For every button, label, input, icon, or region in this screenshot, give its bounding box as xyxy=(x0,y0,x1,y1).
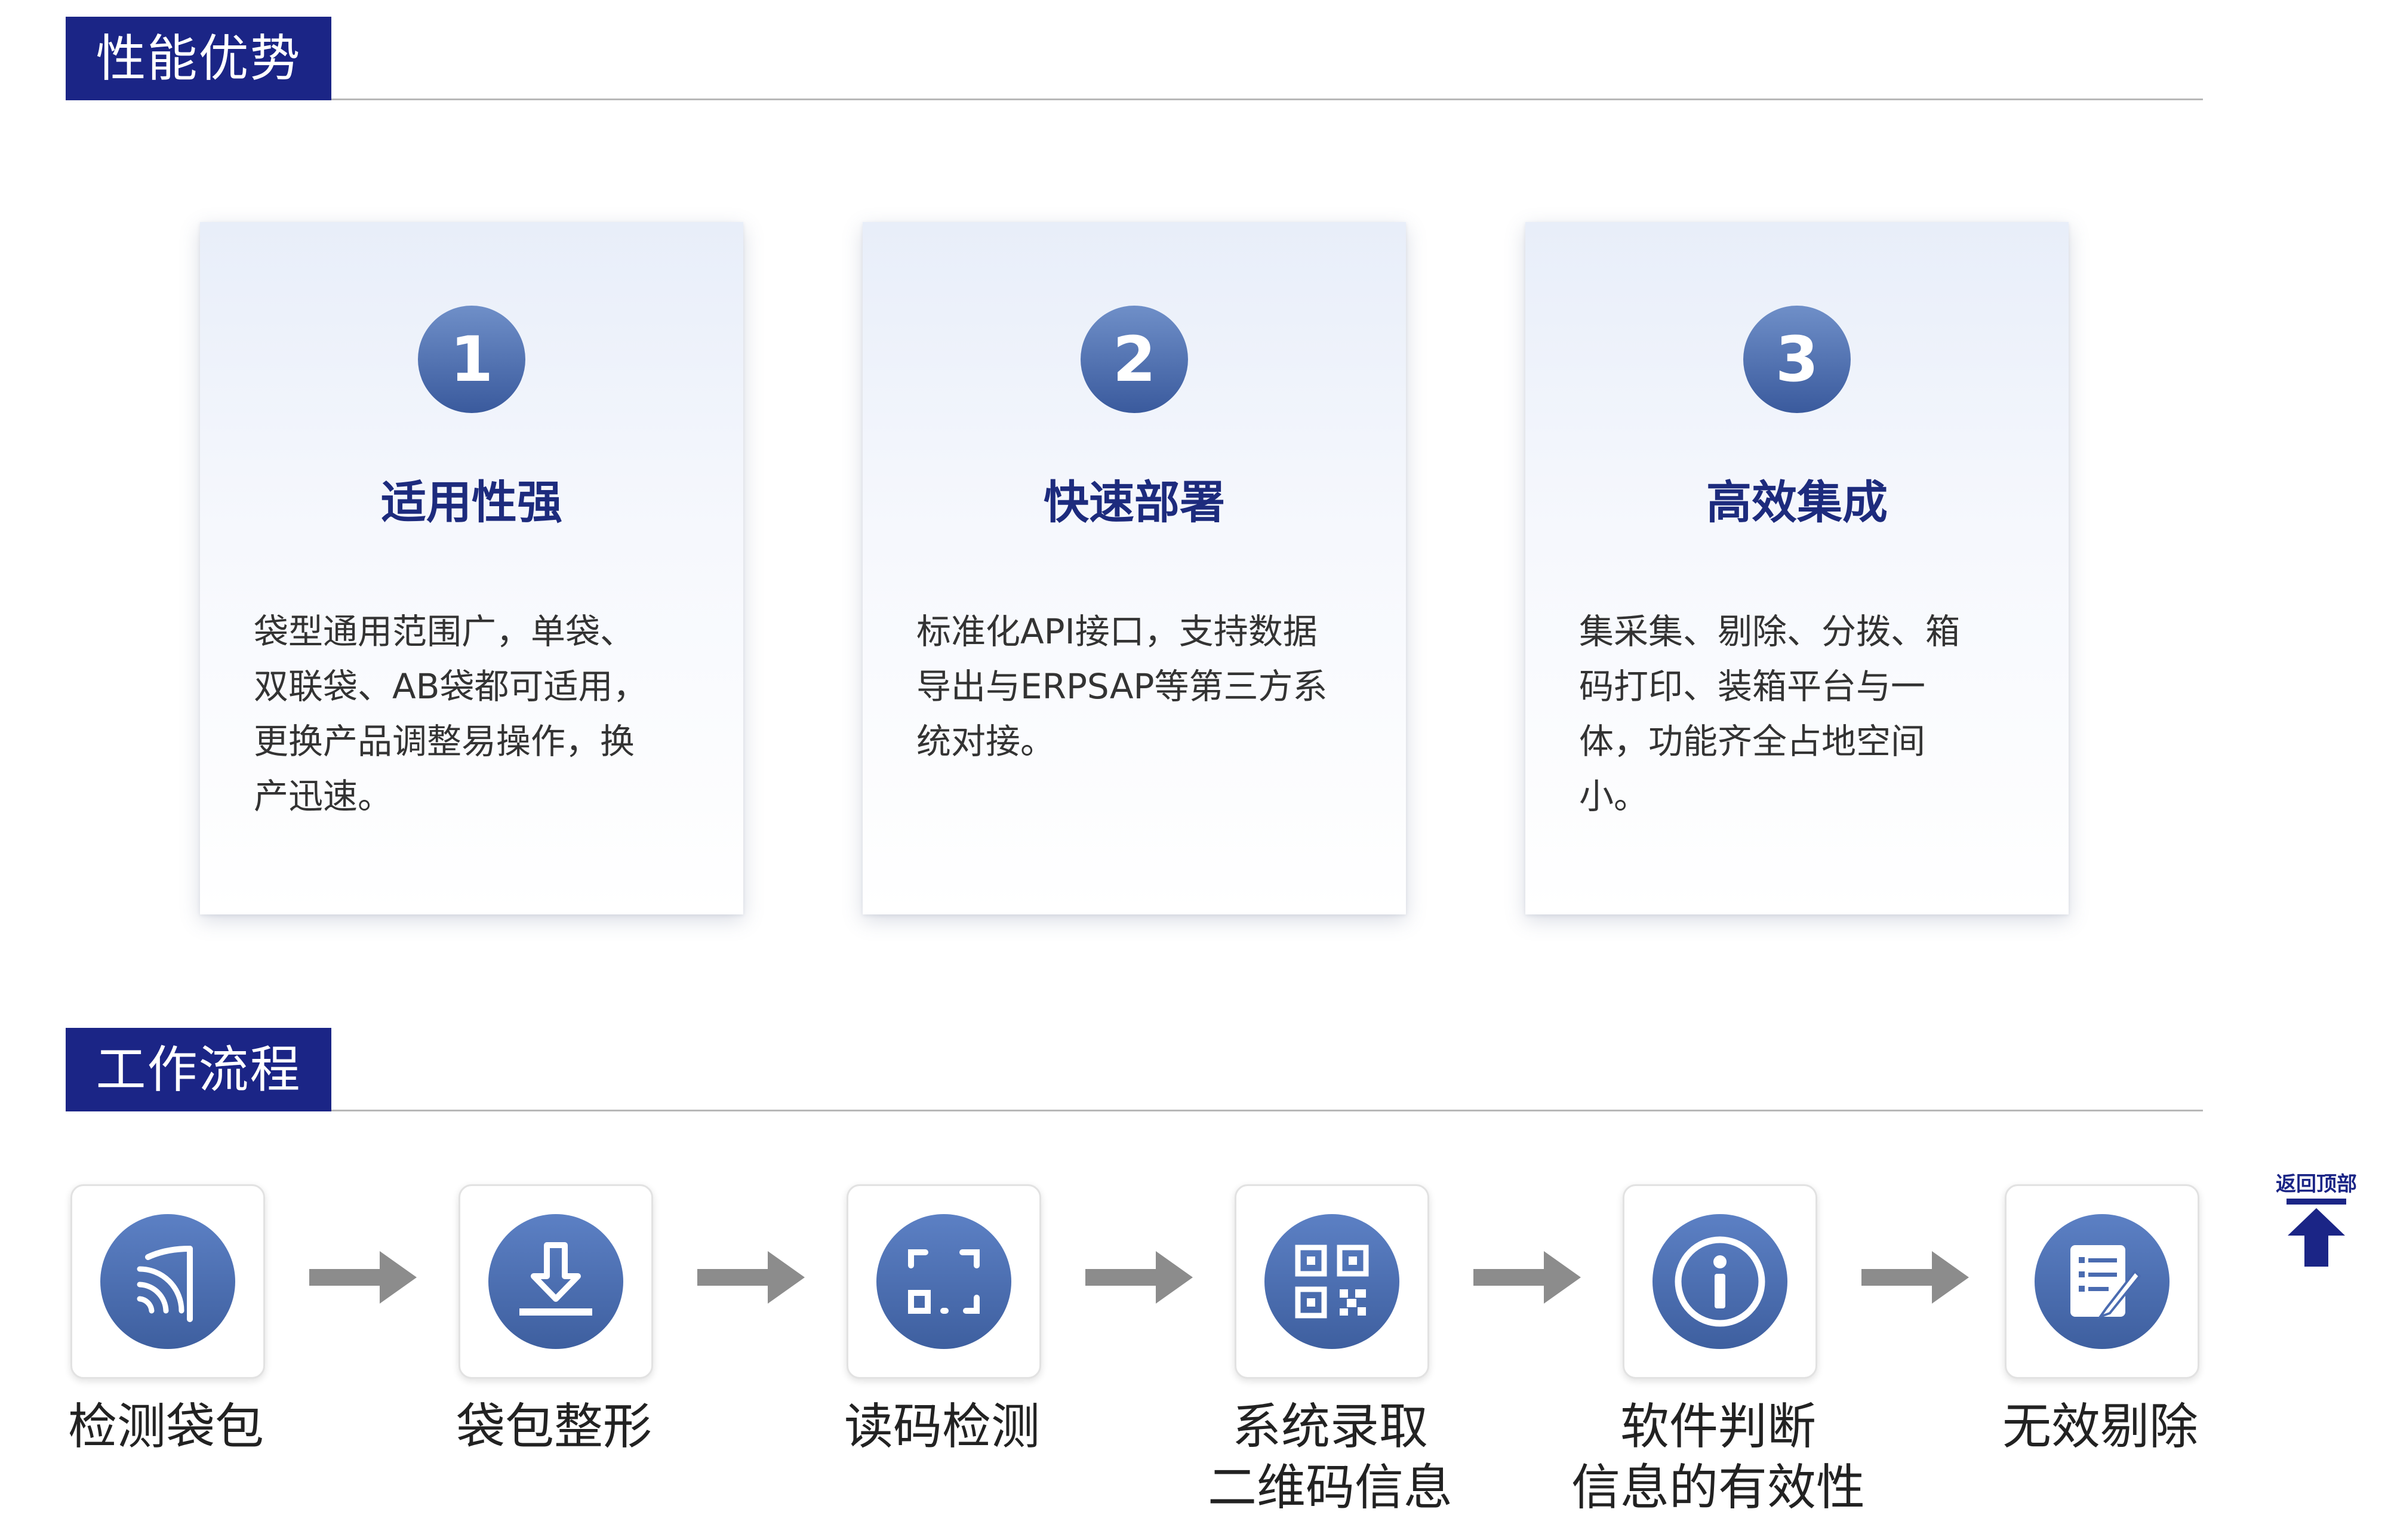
card-description-line: 双联袋、AB袋都可适用， xyxy=(254,666,648,707)
step-label-line: 检测袋包 xyxy=(67,1399,264,1455)
step-label-line: 系统录取 xyxy=(1232,1399,1428,1455)
arrow-right-icon xyxy=(697,1248,805,1307)
qr-code-icon xyxy=(1264,1214,1399,1349)
card-title: 高效集成 xyxy=(1706,476,1888,529)
workflow-step-label: 无效剔除 xyxy=(1933,1397,2267,1458)
workflow-step-label: 系统录取 二维码信息 xyxy=(1163,1397,1497,1519)
workflow-step-5 xyxy=(1623,1184,1817,1379)
sensor-wave-icon xyxy=(100,1214,235,1349)
step-label-line: 信息的有效性 xyxy=(1571,1459,1865,1516)
step-label-line: 二维码信息 xyxy=(1207,1459,1453,1516)
card-description-line: 码打印、装箱平台与一 xyxy=(1579,666,1926,707)
back-to-top-label: 返回顶部 xyxy=(2276,1172,2357,1196)
advantage-card-1: 1 适用性强 袋型通用范围广，单袋、 双联袋、AB袋都可适用， 更换产品调整易操… xyxy=(200,222,743,914)
card-description-line: 更换产品调整易操作，换 xyxy=(254,721,635,762)
arrow-right-icon xyxy=(1473,1248,1581,1307)
document-edit-icon xyxy=(2035,1214,2169,1349)
workflow-step-2 xyxy=(458,1184,653,1379)
card-description: 袋型通用范围广，单袋、 双联袋、AB袋都可适用， 更换产品调整易操作，换 产迅速… xyxy=(254,604,690,824)
workflow-step-6 xyxy=(2005,1184,2199,1379)
workflow-step-label: 袋包整形 xyxy=(387,1397,721,1458)
card-description-line: 导出与ERPSAP等第三方系 xyxy=(916,666,1328,707)
card-description: 集采集、剔除、分拨、箱 码打印、装箱平台与一 体，功能齐全占地空间 小。 xyxy=(1579,604,2015,824)
card-description-line: 标准化API接口，支持数据 xyxy=(916,611,1318,652)
section-divider xyxy=(331,98,2203,100)
card-description: 标准化API接口，支持数据 导出与ERPSAP等第三方系 统对接。 xyxy=(916,604,1352,769)
workflow-section-header: 工作流程 xyxy=(66,1028,2203,1111)
arrow-right-icon xyxy=(1861,1248,1969,1307)
card-description-line: 统对接。 xyxy=(916,721,1055,762)
advantages-section-header: 性能优势 xyxy=(66,17,2203,100)
advantages-section-title: 性能优势 xyxy=(66,17,331,100)
step-label-line: 读码检测 xyxy=(844,1399,1040,1455)
advantage-card-2: 2 快速部署 标准化API接口，支持数据 导出与ERPSAP等第三方系 统对接。 xyxy=(863,222,1406,914)
advantage-card-3: 3 高效集成 集采集、剔除、分拨、箱 码打印、装箱平台与一 体，功能齐全占地空间… xyxy=(1525,222,2069,914)
workflow-step-3 xyxy=(847,1184,1041,1379)
card-description-line: 体，功能齐全占地空间 xyxy=(1579,721,1926,762)
step-label-line: 无效剔除 xyxy=(2002,1399,2198,1455)
card-number-badge: 3 xyxy=(1743,306,1851,413)
card-number-badge: 1 xyxy=(418,306,525,413)
step-label-line: 袋包整形 xyxy=(456,1399,652,1455)
info-icon xyxy=(1652,1214,1787,1349)
workflow-step-label: 读码检测 xyxy=(775,1397,1109,1458)
card-description-line: 集采集、剔除、分拨、箱 xyxy=(1579,611,1961,652)
card-description-line: 产迅速。 xyxy=(254,776,393,817)
scan-frame-icon xyxy=(876,1214,1011,1349)
back-to-top-button[interactable]: 返回顶部 xyxy=(2263,1168,2370,1267)
card-description-line: 袋型通用范围广，单袋、 xyxy=(254,611,635,652)
card-description-line: 小。 xyxy=(1579,776,1649,817)
workflow-step-4 xyxy=(1235,1184,1429,1379)
workflow-step-1 xyxy=(70,1184,265,1379)
workflow-section-title: 工作流程 xyxy=(66,1028,331,1111)
card-title: 适用性强 xyxy=(381,476,562,529)
arrow-right-icon xyxy=(1085,1248,1193,1307)
arrow-right-icon xyxy=(309,1248,417,1307)
workflow-step-label: 软件判断 信息的有效性 xyxy=(1551,1397,1885,1519)
section-divider xyxy=(331,1110,2203,1111)
card-title: 快速部署 xyxy=(1044,476,1225,529)
card-number-badge: 2 xyxy=(1081,306,1188,413)
arrow-up-icon xyxy=(2287,1199,2346,1267)
download-icon xyxy=(488,1214,623,1349)
step-label-line: 软件判断 xyxy=(1620,1399,1816,1455)
workflow-step-label: 检测袋包 xyxy=(0,1397,333,1458)
